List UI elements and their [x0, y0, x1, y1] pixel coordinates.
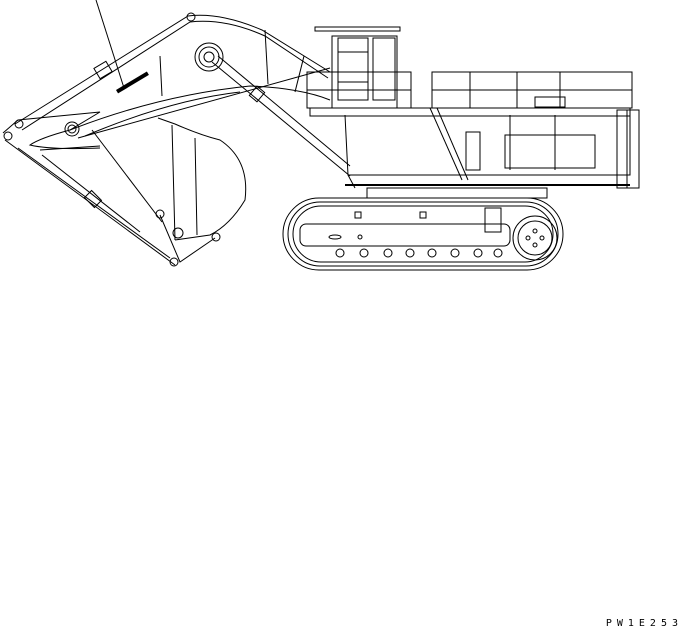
drawing-code: PW1E253 — [605, 618, 683, 629]
boom — [14, 14, 331, 139]
upper-structure — [306, 71, 640, 199]
leader-line — [95, 0, 125, 89]
logo-decal — [116, 71, 149, 94]
boom-cylinder — [211, 55, 351, 177]
operator-cab — [314, 26, 401, 109]
crawler-track — [282, 197, 564, 271]
boom-pivot — [186, 12, 224, 72]
bucket — [155, 117, 247, 267]
arm — [2, 111, 176, 266]
